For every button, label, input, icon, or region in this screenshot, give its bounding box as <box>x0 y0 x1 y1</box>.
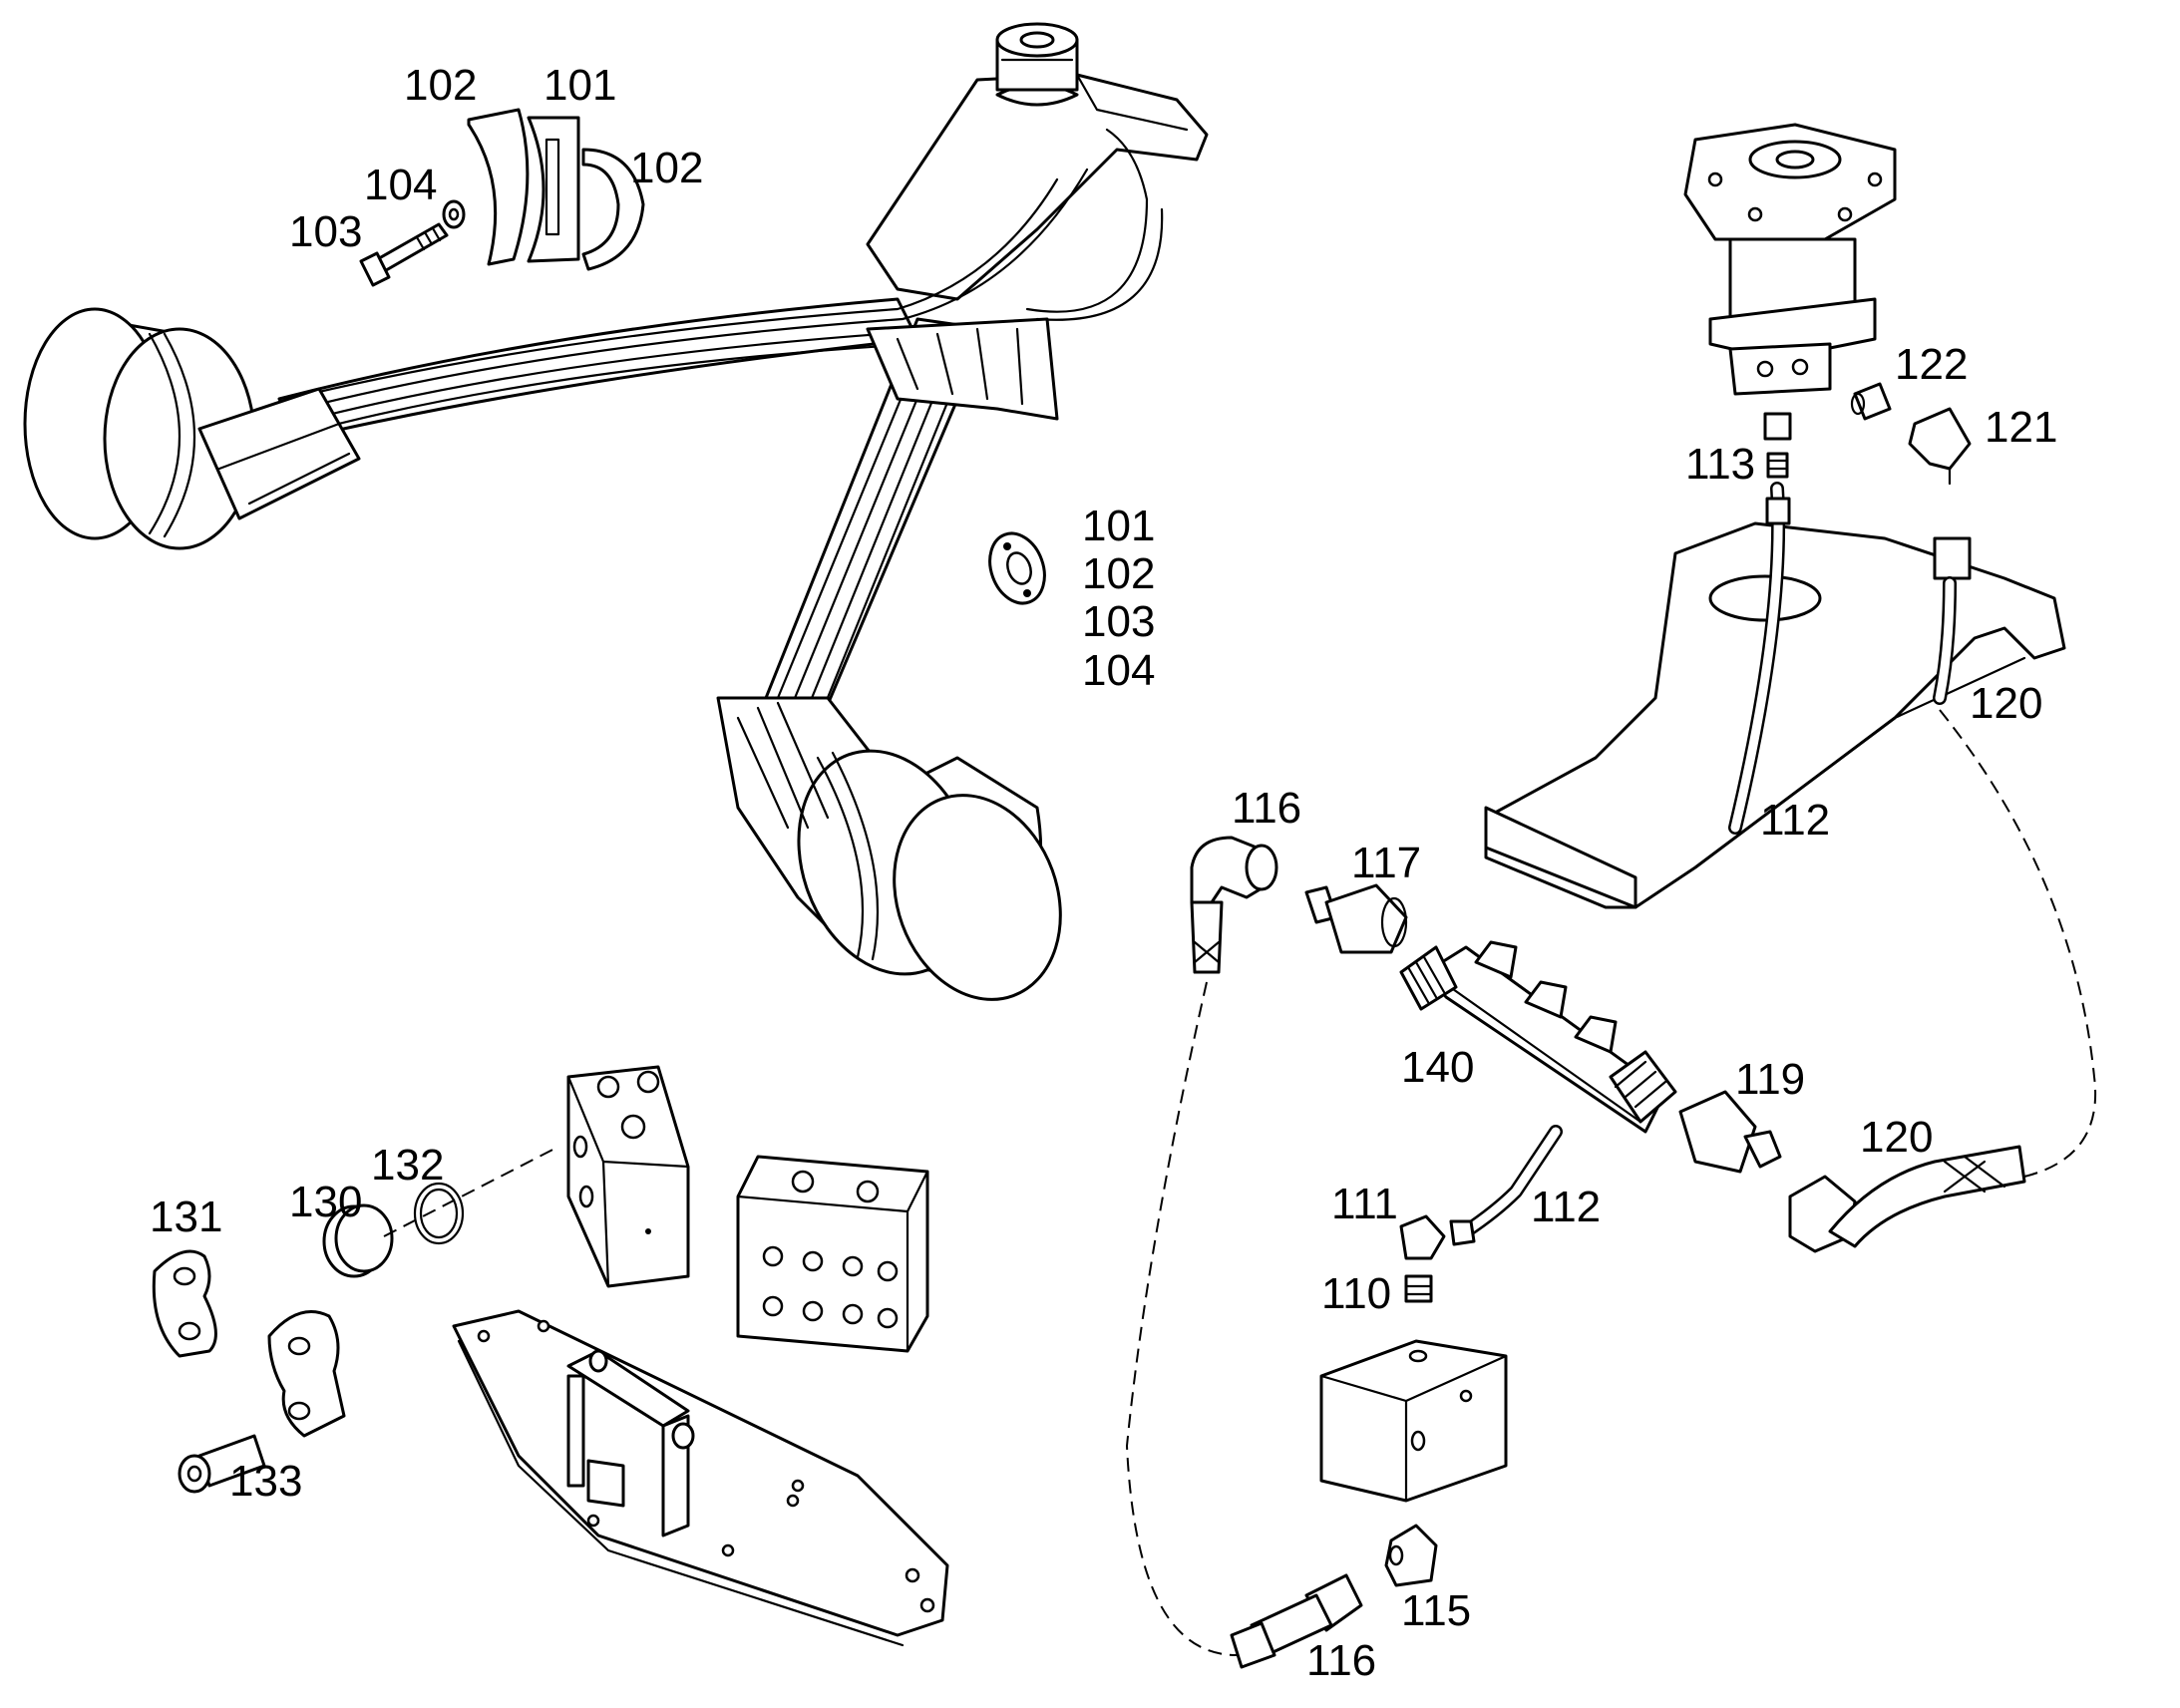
mounting-plate <box>452 1309 949 1647</box>
clamp-block-101 <box>527 116 580 263</box>
flange-half-131b <box>267 1310 346 1438</box>
plug-130 <box>322 1203 394 1278</box>
adapter-113-nut <box>1763 412 1792 479</box>
elbow-hose-120-lower <box>1788 1145 2026 1253</box>
clamp-plate-disc <box>988 531 1046 605</box>
label-115: 115 <box>1401 1586 1471 1635</box>
label-131: 131 <box>150 1193 222 1241</box>
fitting-111 <box>1399 1214 1446 1260</box>
hose-112-upper <box>1728 482 1791 835</box>
label-130: 130 <box>289 1178 362 1226</box>
alignment-line <box>383 1146 559 1237</box>
label-stack-104: 104 <box>1082 646 1155 695</box>
label-116-upper: 116 <box>1232 784 1301 833</box>
hose-116-lower <box>1230 1573 1363 1669</box>
adapter-119 <box>1678 1090 1782 1174</box>
tee-fitting-115 <box>1384 1524 1438 1587</box>
adapter-117 <box>1304 883 1408 954</box>
clamp-half-ring-set <box>359 108 645 287</box>
clamp-half-102-right <box>581 148 645 271</box>
label-102-right-clamp: 102 <box>630 144 703 192</box>
valve-block <box>1319 1339 1508 1503</box>
label-117: 117 <box>1351 839 1421 887</box>
bolt-133 <box>178 1434 266 1494</box>
label-111: 111 <box>1331 1180 1398 1228</box>
label-120-lower: 120 <box>1860 1113 1933 1162</box>
fitting-122 <box>1850 382 1892 421</box>
chassis-frame-assembly <box>23 22 1209 1001</box>
label-112-lower: 112 <box>1531 1183 1601 1231</box>
manifold-block-upper <box>566 1065 690 1288</box>
support-bracket <box>1484 521 2066 909</box>
label-stack-103: 103 <box>1082 597 1155 646</box>
label-113: 113 <box>1685 440 1755 489</box>
label-stack-102: 102 <box>1082 549 1155 598</box>
label-132: 132 <box>371 1141 444 1190</box>
bolt-103 <box>359 222 449 287</box>
rotary-joint-top <box>995 22 1079 92</box>
hose-120-upper <box>1933 536 1972 705</box>
label-120-upper: 120 <box>1970 679 2042 728</box>
label-103-bolt: 103 <box>289 207 362 256</box>
label-stack-101: 101 <box>1082 502 1155 550</box>
manifold-140 <box>1399 940 1677 1134</box>
label-116-lower: 116 <box>1306 1636 1376 1685</box>
hose-116-continuation-line <box>1125 981 1238 1656</box>
clamp-half-102-left <box>467 108 530 266</box>
left-wheel-motor <box>23 307 361 550</box>
label-140: 140 <box>1401 1043 1474 1092</box>
flange-half-131 <box>152 1249 217 1358</box>
hose-112-lower <box>1449 1125 1563 1246</box>
o-ring-132 <box>413 1182 465 1245</box>
label-119: 119 <box>1735 1055 1805 1104</box>
label-122: 122 <box>1895 340 1968 389</box>
lower-wheel-motor <box>716 696 1062 1001</box>
label-133: 133 <box>229 1457 302 1506</box>
hose-120-continuation-line <box>1939 709 2097 1178</box>
manifold-block-lower <box>736 1155 929 1353</box>
label-112-upper: 112 <box>1760 796 1830 845</box>
elbow-fitting-121 <box>1908 407 1972 486</box>
elbow-hose-116-upper <box>1190 836 1278 974</box>
label-110: 110 <box>1321 1269 1391 1318</box>
fitting-110 <box>1404 1274 1433 1303</box>
label-101-clamp-block: 101 <box>544 61 616 110</box>
label-102-left-clamp: 102 <box>404 61 477 110</box>
swing-motor-assembly <box>1683 123 1897 396</box>
label-121: 121 <box>1985 403 2057 452</box>
label-104-washer: 104 <box>364 161 437 209</box>
hose-bundle <box>287 128 1164 712</box>
callout-labels: 102 101 102 104 103 101 102 103 104 122 … <box>150 61 2057 1685</box>
